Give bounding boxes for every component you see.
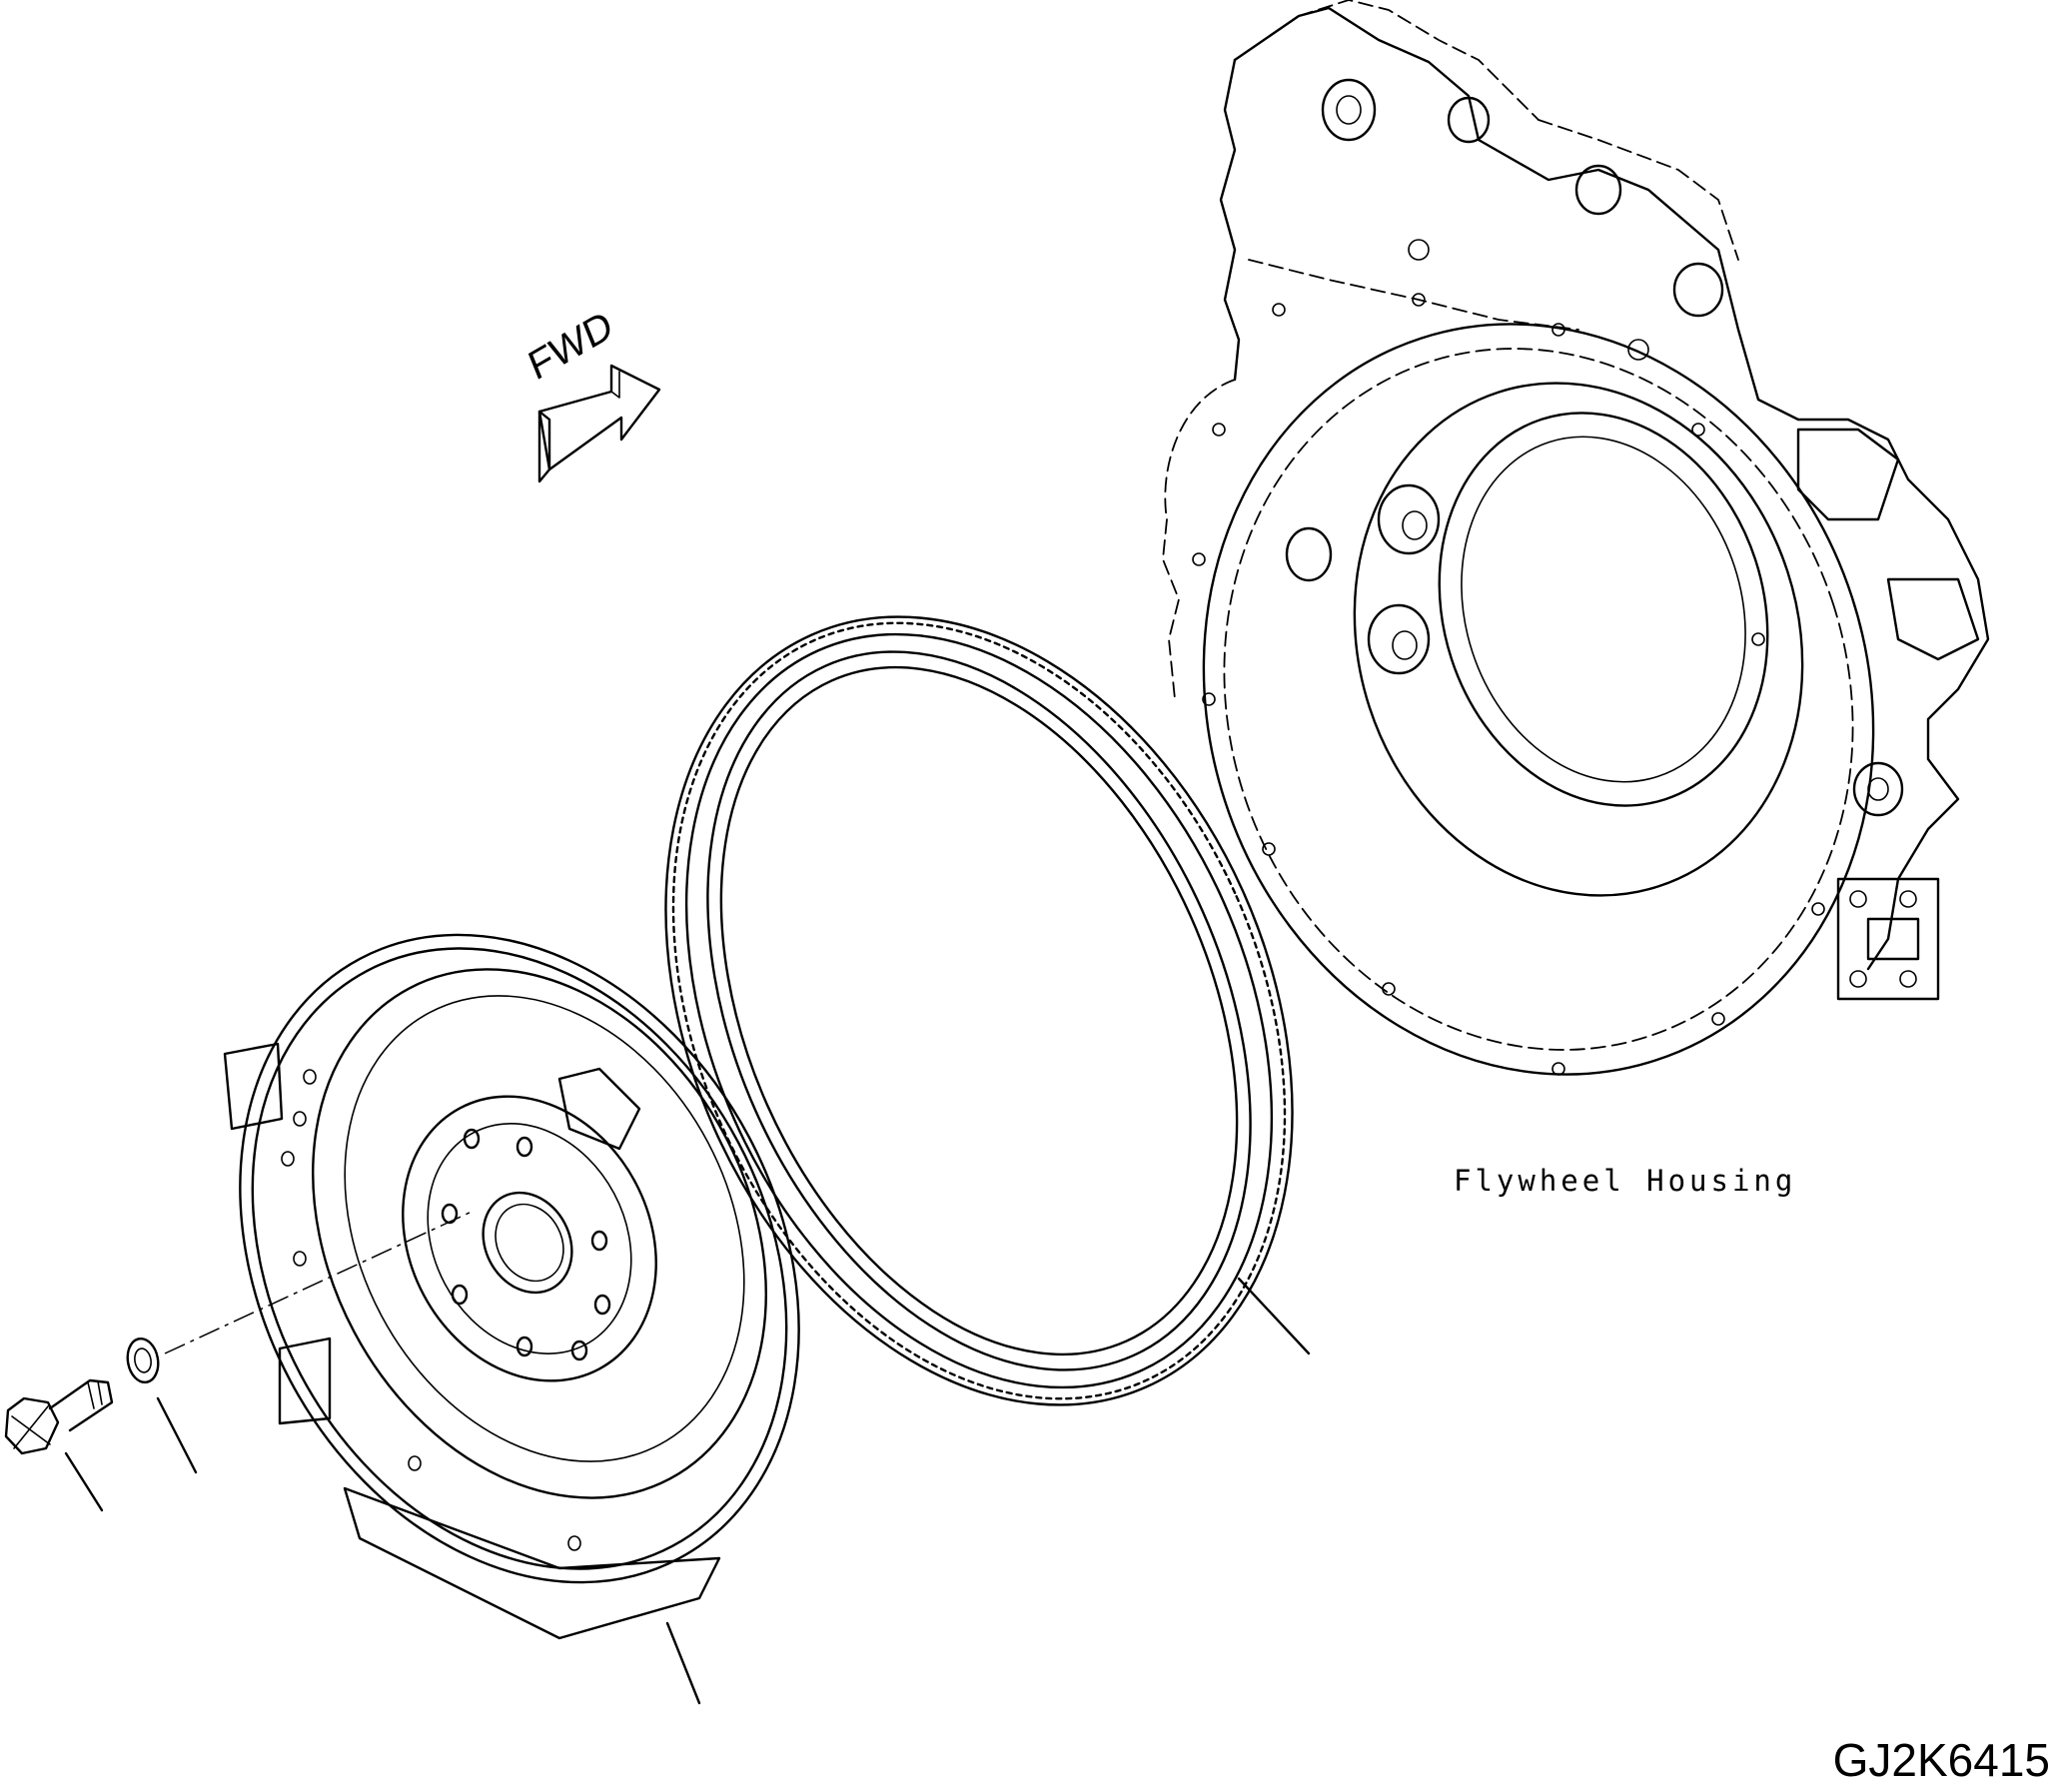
ring-gear-part [664, 615, 1311, 1406]
fwd-arrow-icon: FWD [522, 302, 661, 483]
bolt-axis-centerline [164, 1211, 473, 1354]
drawing-number: GJ2K6415 [1833, 1734, 2050, 1786]
flywheel-housing-label: Flywheel Housing [1454, 1164, 1796, 1198]
flywheel-part [223, 933, 800, 1705]
fwd-label: FWD [522, 302, 618, 389]
bolt-part [4, 1378, 114, 1512]
flywheel-housing-part [1162, 0, 1990, 1076]
washer-part [126, 1337, 198, 1474]
